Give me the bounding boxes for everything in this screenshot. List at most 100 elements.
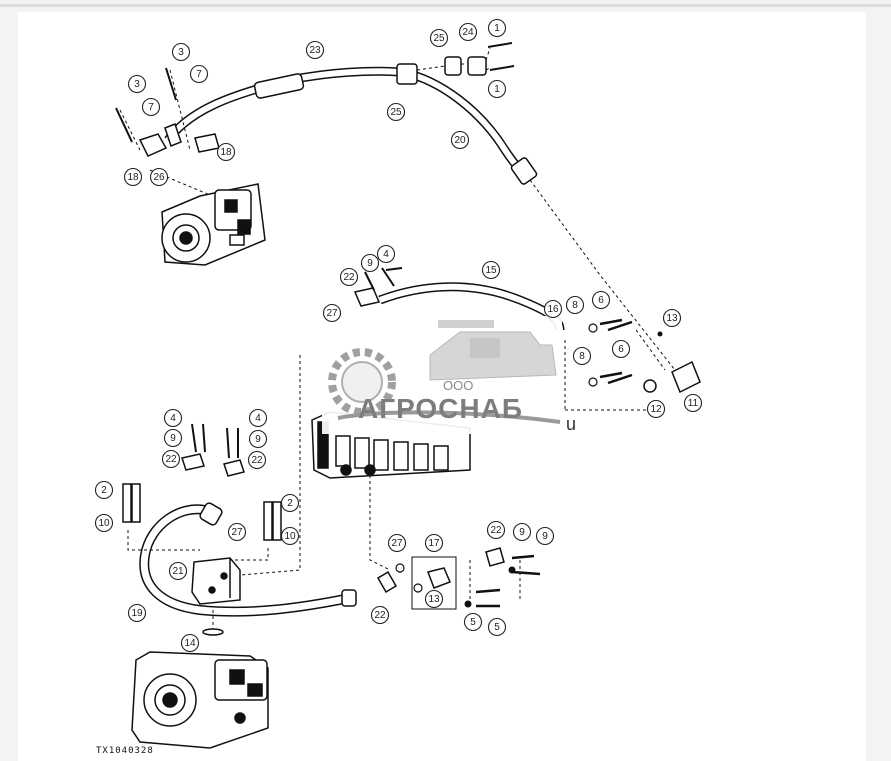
callout-26: 26 [149,167,169,187]
callout-circle [180,633,200,653]
callout-circle [189,64,209,84]
callout-circle [305,40,325,60]
callout-9: 9 [360,253,380,273]
callout-circle [424,533,444,553]
callout-circle [163,428,183,448]
callout-label: 20 [454,135,466,146]
callout-label: 10 [284,531,296,542]
callout-17: 17 [424,533,444,553]
callout-label: 4 [383,249,389,260]
callout-label: 8 [572,300,578,311]
callout-circle [424,589,444,609]
callout-circle [149,167,169,187]
watermark-logo: ООО АГРОСНАБ u [322,316,576,434]
callout-circle [280,493,300,513]
callout-circle [387,533,407,553]
callout-15: 15 [481,260,501,280]
callout-circle [168,561,188,581]
callout-label: 27 [231,527,243,538]
watermark-suffix: u [566,414,576,434]
hydraulic-pump-bottom [131,651,269,749]
watermark-prefix: ООО [443,378,473,393]
callout-label: 18 [220,147,232,158]
callout-circle [127,74,147,94]
callout-13: 13 [424,589,444,609]
callout-label: 27 [326,308,338,319]
callout-label: 22 [251,455,263,466]
callout-27: 27 [387,533,407,553]
callout-9: 9 [248,429,268,449]
callout-label: 22 [343,272,355,283]
callout-circle [565,295,585,315]
callout-1: 1 [487,79,507,99]
callout-circle [683,393,703,413]
callout-circle [339,267,359,287]
callout-11: 11 [683,393,703,413]
callout-2: 2 [94,480,114,500]
callout-label: 16 [547,304,559,315]
callout-4: 4 [163,408,183,428]
callout-6: 6 [591,290,611,310]
callout-23: 23 [305,40,325,60]
callout-label: 1 [494,23,500,34]
callout-circle [487,617,507,637]
callout-label: 5 [494,622,500,633]
callout-label: 9 [170,433,176,444]
callout-20: 20 [450,130,470,150]
callout-circle [376,244,396,264]
callout-14: 14 [180,633,200,653]
callout-1: 1 [487,18,507,38]
callout-21: 21 [168,561,188,581]
callout-circle [611,339,631,359]
callout-10: 10 [94,513,114,533]
callout-label: 5 [470,617,476,628]
callout-circle [141,97,161,117]
callout-label: 25 [433,33,445,44]
callout-label: 19 [131,608,143,619]
callout-8: 8 [565,295,585,315]
callout-label: 9 [519,527,525,538]
callout-label: 3 [134,79,140,90]
callout-label: 10 [98,518,110,529]
callout-circle [280,526,300,546]
callout-circle [512,522,532,542]
callout-label: 21 [172,566,184,577]
callout-label: 11 [688,398,699,409]
callout-circle [487,18,507,38]
callout-circle [370,605,390,625]
callout-label: 22 [165,454,177,465]
callout-22: 22 [247,450,267,470]
callout-label: 15 [485,265,497,276]
callout-19: 19 [127,603,147,623]
callout-label: 9 [367,258,373,269]
callout-13: 13 [662,308,682,328]
callout-25: 25 [386,102,406,122]
callout-2: 2 [280,493,300,513]
callout-label: 14 [184,638,196,649]
callout-18: 18 [216,142,236,162]
callout-5: 5 [463,612,483,632]
callout-circle [662,308,682,328]
callout-27: 27 [227,522,247,542]
callout-circle [163,408,183,428]
callout-7: 7 [141,97,161,117]
callout-label: 27 [391,538,403,549]
callout-9: 9 [163,428,183,448]
callout-circle [322,303,342,323]
callout-label: 4 [170,413,176,424]
callout-circle [450,130,470,150]
callout-5: 5 [487,617,507,637]
callout-circle [646,399,666,419]
callout-3: 3 [127,74,147,94]
callout-label: 6 [598,295,604,306]
callout-label: 12 [650,404,662,415]
callout-label: 2 [287,498,293,509]
callout-22: 22 [486,520,506,540]
callout-circle [458,22,478,42]
callout-circle [386,102,406,122]
hydraulic-pump-top [161,183,266,266]
callout-label: 24 [462,27,474,38]
callout-circle [481,260,501,280]
callout-27: 27 [322,303,342,323]
